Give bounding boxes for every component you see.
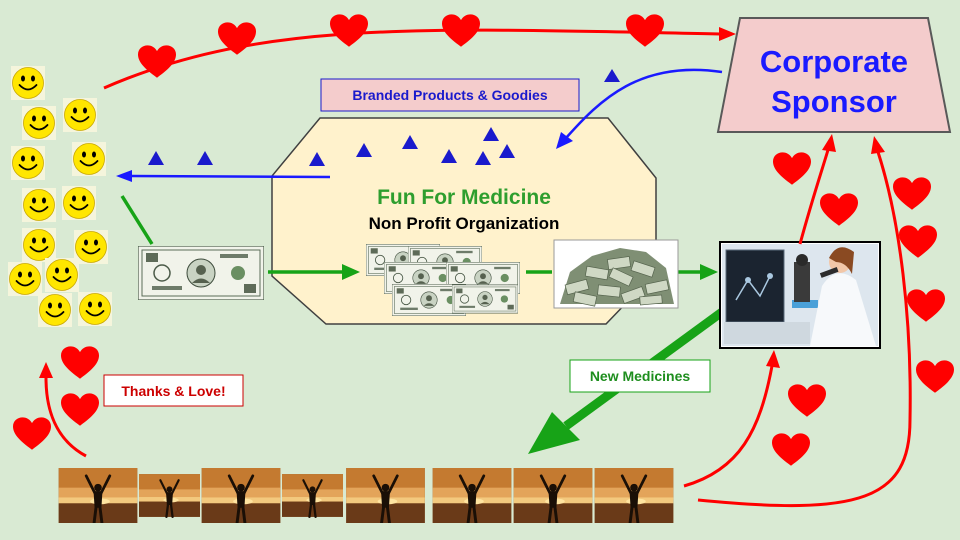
smiley-icon <box>45 258 79 292</box>
silhouette-image <box>513 468 593 523</box>
triangle-icon <box>499 144 515 158</box>
new-medicines-label: New Medicines <box>589 368 691 384</box>
smiley-icon <box>74 230 108 264</box>
corporate-sponsor-shape <box>716 17 952 133</box>
heart-icon <box>61 346 99 379</box>
money-pile-image <box>553 239 679 309</box>
smiley-icon <box>38 293 72 327</box>
heart-icon <box>788 384 826 417</box>
arrow-head <box>39 362 53 378</box>
arrow-head <box>766 350 780 368</box>
smiley-icon <box>22 106 56 140</box>
org-type: Non Profit Organization <box>368 214 560 233</box>
smiley-icon <box>11 146 45 180</box>
heart-icon <box>773 152 811 185</box>
triangle-icon <box>356 143 372 157</box>
branded-products-label: Branded Products & Goodies <box>352 87 548 103</box>
triangle-icon <box>197 151 213 165</box>
left-hearts <box>13 346 99 450</box>
heart-icon <box>772 433 810 466</box>
arrow-head <box>871 136 885 154</box>
heart-icon <box>907 289 945 322</box>
smiley-icon <box>62 186 96 220</box>
people-to-lab-arrow <box>683 365 774 488</box>
heart-icon <box>893 177 931 210</box>
arrow-head <box>528 412 580 454</box>
silhouette-image <box>282 472 343 519</box>
people-to-sponsor-arrow <box>697 151 912 508</box>
silhouette-image <box>344 468 427 523</box>
triangle-icon <box>148 151 164 165</box>
dollar-bill-image <box>452 284 518 314</box>
smiley-icon <box>22 228 56 262</box>
heart-icon <box>626 14 664 47</box>
thanks-box <box>103 374 244 407</box>
smiley-icon <box>11 66 45 100</box>
silhouette-image <box>431 468 513 523</box>
smiley-icon <box>78 292 112 326</box>
heart-icon <box>442 14 480 47</box>
grateful-people-strip <box>57 468 675 523</box>
smiley-icon <box>72 142 106 176</box>
branded-products-box <box>320 78 580 112</box>
org-name: Fun For Medicine <box>377 186 551 209</box>
triangle-icon <box>441 149 457 163</box>
heart-icon <box>13 417 51 450</box>
thanks-label: Thanks & Love! <box>121 382 226 399</box>
arrow-head <box>719 27 736 41</box>
goods-flow-arrow <box>565 68 723 139</box>
goods-to-donors-arrow <box>131 174 331 179</box>
smiley-icon <box>8 262 42 296</box>
triangle-icon <box>604 69 620 82</box>
lab-scientist-image <box>719 241 881 349</box>
donors-to-money-arrow <box>120 195 154 245</box>
heart-icon <box>916 360 954 393</box>
heart-icon <box>899 225 937 258</box>
arrow-head <box>556 132 573 149</box>
sponsor-title-line1: Corporate <box>759 44 909 79</box>
smiley-icon <box>22 188 56 222</box>
new-medicines-box <box>569 359 711 393</box>
heart-icon <box>61 393 99 426</box>
arrow-head <box>116 170 132 182</box>
arrow-head <box>342 264 360 280</box>
arrow-head <box>700 264 718 280</box>
silhouette-image <box>57 468 139 523</box>
triangle-icon <box>309 152 325 166</box>
silhouette-image <box>593 468 675 523</box>
lab-to-sponsor-arrow <box>798 149 830 245</box>
smiley-cluster <box>8 66 112 327</box>
goodies-triangles <box>148 69 620 166</box>
top-hearts <box>138 14 664 78</box>
triangle-icon <box>475 151 491 165</box>
triangle-icon <box>402 135 418 149</box>
silhouette-image <box>139 472 200 519</box>
sponsor-title-line2: Sponsor <box>771 84 897 119</box>
people-to-donors-arrow <box>44 377 87 458</box>
arrow-head <box>822 134 836 152</box>
silhouette-image <box>200 468 282 523</box>
heart-icon <box>820 193 858 226</box>
triangle-icon <box>483 127 499 141</box>
smiley-icon <box>63 98 97 132</box>
heart-icon <box>330 14 368 47</box>
dollar-bill-image <box>138 246 264 300</box>
